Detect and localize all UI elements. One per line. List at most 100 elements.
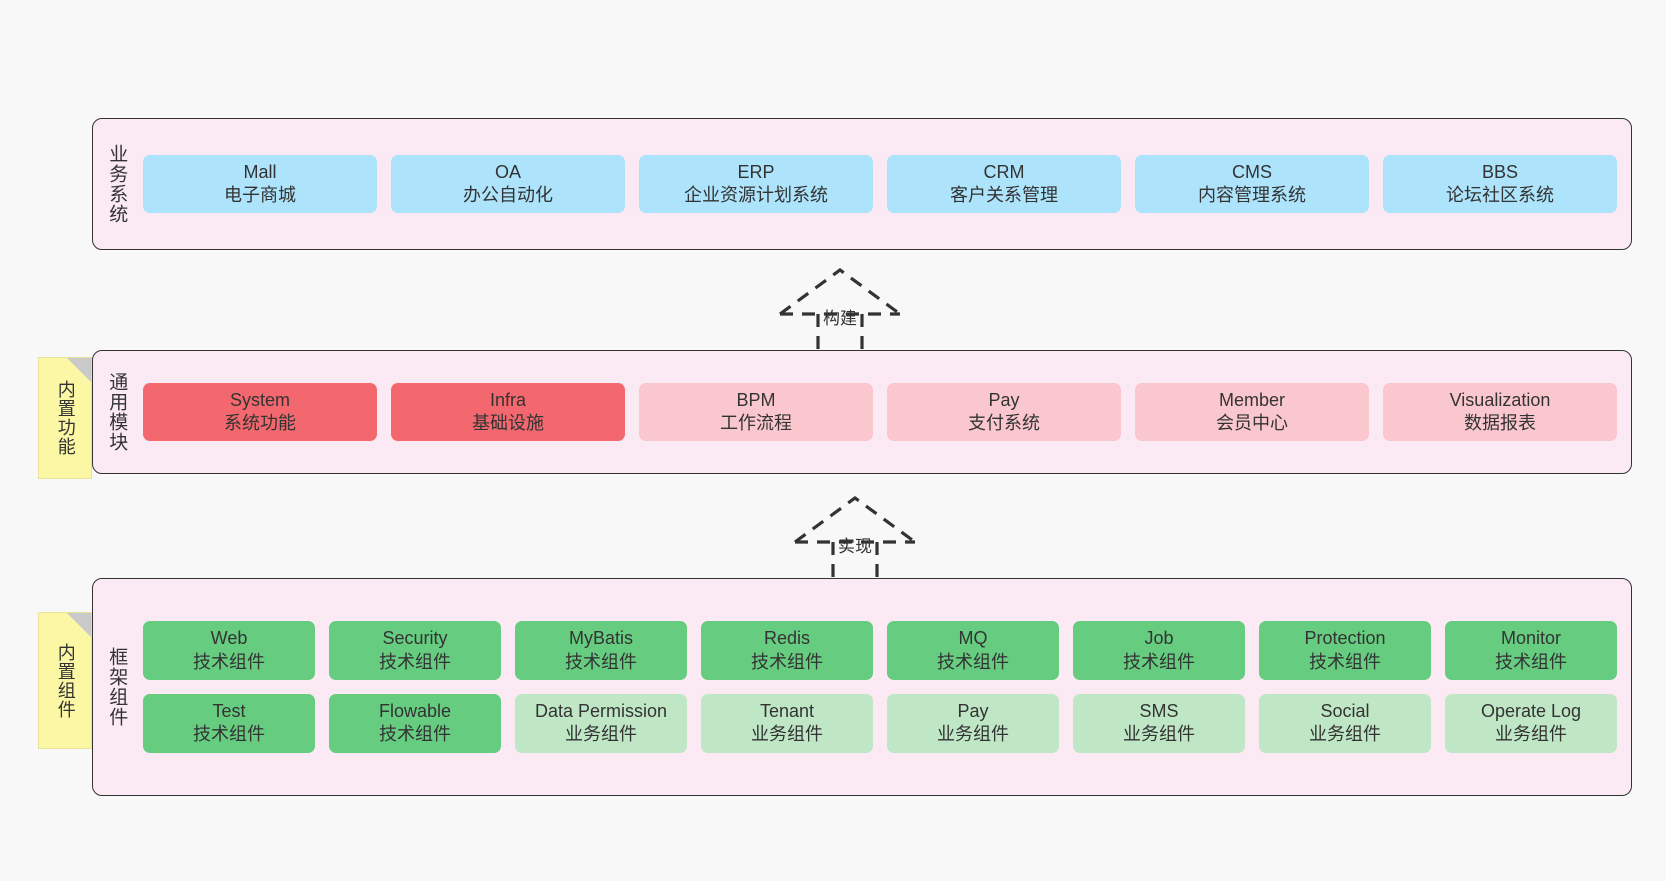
component-subtitle: 技术组件 — [1495, 651, 1567, 672]
module-subtitle: 会员中心 — [1216, 413, 1288, 433]
component-subtitle: 技术组件 — [379, 724, 451, 745]
module-box-visualization[interactable]: Visualization 数据报表 — [1383, 382, 1617, 442]
module-title: BBS — [1481, 161, 1519, 182]
component-title: Pay — [957, 701, 989, 721]
module-title: Member — [1218, 389, 1285, 410]
component-title: Test — [212, 701, 246, 721]
component-title: Redis — [763, 628, 811, 649]
component-subtitle: 技术组件 — [937, 651, 1009, 672]
component-box-pay[interactable]: Pay 业务组件 — [887, 694, 1059, 753]
layer-framework-component: 框架组件 Web 技术组件 Security 技术组件 MyBatis 技术组件… — [92, 578, 1632, 796]
layer-body-business-system: Mall 电子商城 OA 办公自动化 ERP 企业资源计划系统 CRM 客户关系… — [139, 119, 1631, 249]
module-title: System — [229, 389, 290, 410]
component-title: SMS — [1139, 701, 1179, 721]
component-subtitle: 业务组件 — [1309, 724, 1381, 745]
arrow-head-outline — [779, 268, 901, 316]
module-subtitle: 电子商城 — [224, 185, 296, 205]
module-title: CMS — [1232, 161, 1272, 182]
component-box-mybatis[interactable]: MyBatis 技术组件 — [515, 621, 687, 680]
module-box-erp[interactable]: ERP 企业资源计划系统 — [639, 154, 873, 214]
module-box-oa[interactable]: OA 办公自动化 — [391, 154, 625, 214]
component-box-data-permission[interactable]: Data Permission 业务组件 — [515, 694, 687, 753]
module-box-bbs[interactable]: BBS 论坛社区系统 — [1383, 154, 1617, 214]
component-box-security[interactable]: Security 技术组件 — [329, 621, 501, 680]
layer-row: Test 技术组件 Flowable 技术组件 Data Permission … — [143, 694, 1617, 753]
module-subtitle: 企业资源计划系统 — [684, 185, 828, 205]
layer-title-common-module: 通用模块 — [106, 372, 128, 452]
connector-implement: 实现 — [775, 490, 935, 578]
module-subtitle: 基础设施 — [472, 413, 544, 433]
component-subtitle: 技术组件 — [193, 724, 265, 745]
module-box-mall[interactable]: Mall 电子商城 — [143, 154, 377, 214]
component-box-flowable[interactable]: Flowable 技术组件 — [329, 694, 501, 753]
component-title: Protection — [1304, 628, 1386, 649]
arrow-head-outline — [794, 496, 916, 544]
component-title: MyBatis — [568, 628, 633, 649]
module-subtitle: 工作流程 — [720, 413, 792, 433]
component-box-monitor[interactable]: Monitor 技术组件 — [1445, 621, 1617, 680]
layer-body-framework-component: Web 技术组件 Security 技术组件 MyBatis 技术组件 Redi… — [139, 579, 1631, 795]
component-title: Flowable — [378, 701, 452, 721]
component-box-job[interactable]: Job 技术组件 — [1073, 621, 1245, 680]
layer-business-system: 业务系统 Mall 电子商城 OA 办公自动化 ERP 企业资源计划系统 CRM… — [92, 118, 1632, 250]
component-title: Security — [382, 628, 448, 649]
component-title: Data Permission — [534, 701, 668, 721]
layer-body-common-module: System 系统功能 Infra 基础设施 BPM 工作流程 Pay 支付系统… — [139, 351, 1631, 473]
module-box-system[interactable]: System 系统功能 — [143, 382, 377, 442]
component-subtitle: 业务组件 — [1123, 724, 1195, 745]
module-title: Visualization — [1449, 389, 1551, 410]
module-box-infra[interactable]: Infra 基础设施 — [391, 382, 625, 442]
module-box-crm[interactable]: CRM 客户关系管理 — [887, 154, 1121, 214]
component-subtitle: 业务组件 — [751, 724, 823, 745]
module-title: BPM — [736, 389, 776, 410]
component-subtitle: 技术组件 — [193, 651, 265, 672]
sticky-note-builtin-component: 内置组件 — [38, 612, 92, 749]
component-subtitle: 业务组件 — [937, 724, 1009, 745]
module-subtitle: 数据报表 — [1464, 413, 1536, 433]
component-title: Monitor — [1500, 628, 1562, 649]
component-title: MQ — [958, 628, 988, 649]
component-subtitle: 技术组件 — [1123, 651, 1195, 672]
module-subtitle: 论坛社区系统 — [1446, 185, 1554, 205]
module-subtitle: 支付系统 — [968, 413, 1040, 433]
component-subtitle: 业务组件 — [565, 724, 637, 745]
layer-title-business-system: 业务系统 — [106, 144, 128, 224]
module-title: Infra — [489, 389, 527, 410]
component-box-tenant[interactable]: Tenant 业务组件 — [701, 694, 873, 753]
module-title: CRM — [983, 161, 1025, 182]
component-box-sms[interactable]: SMS 业务组件 — [1073, 694, 1245, 753]
sticky-note-label: 内置组件 — [55, 642, 76, 719]
component-box-social[interactable]: Social 业务组件 — [1259, 694, 1431, 753]
module-subtitle: 客户关系管理 — [950, 185, 1058, 205]
connector-build: 构建 — [760, 262, 920, 350]
component-subtitle: 技术组件 — [565, 651, 637, 672]
component-title: Social — [1320, 701, 1370, 721]
layer-row: Web 技术组件 Security 技术组件 MyBatis 技术组件 Redi… — [143, 621, 1617, 680]
module-box-bpm[interactable]: BPM 工作流程 — [639, 382, 873, 442]
module-title: OA — [494, 161, 521, 182]
module-box-member[interactable]: Member 会员中心 — [1135, 382, 1369, 442]
layer-common-module: 通用模块 System 系统功能 Infra 基础设施 BPM 工作流程 Pay… — [92, 350, 1632, 474]
layer-row: Mall 电子商城 OA 办公自动化 ERP 企业资源计划系统 CRM 客户关系… — [143, 154, 1617, 214]
module-subtitle: 办公自动化 — [463, 185, 553, 205]
module-title: Mall — [243, 161, 277, 182]
component-subtitle: 业务组件 — [1495, 724, 1567, 745]
component-subtitle: 技术组件 — [1309, 651, 1381, 672]
component-box-web[interactable]: Web 技术组件 — [143, 621, 315, 680]
component-box-protection[interactable]: Protection 技术组件 — [1259, 621, 1431, 680]
component-title: Operate Log — [1480, 701, 1582, 721]
component-box-operate-log[interactable]: Operate Log 业务组件 — [1445, 694, 1617, 753]
sticky-note-builtin-function: 内置功能 — [38, 357, 92, 479]
module-title: ERP — [737, 161, 775, 182]
component-box-mq[interactable]: MQ 技术组件 — [887, 621, 1059, 680]
module-box-pay[interactable]: Pay 支付系统 — [887, 382, 1121, 442]
component-subtitle: 技术组件 — [379, 651, 451, 672]
component-box-redis[interactable]: Redis 技术组件 — [701, 621, 873, 680]
module-title: Pay — [988, 389, 1020, 410]
component-box-test[interactable]: Test 技术组件 — [143, 694, 315, 753]
module-subtitle: 内容管理系统 — [1198, 185, 1306, 205]
component-title: Job — [1144, 628, 1174, 649]
component-subtitle: 技术组件 — [751, 651, 823, 672]
module-box-cms[interactable]: CMS 内容管理系统 — [1135, 154, 1369, 214]
